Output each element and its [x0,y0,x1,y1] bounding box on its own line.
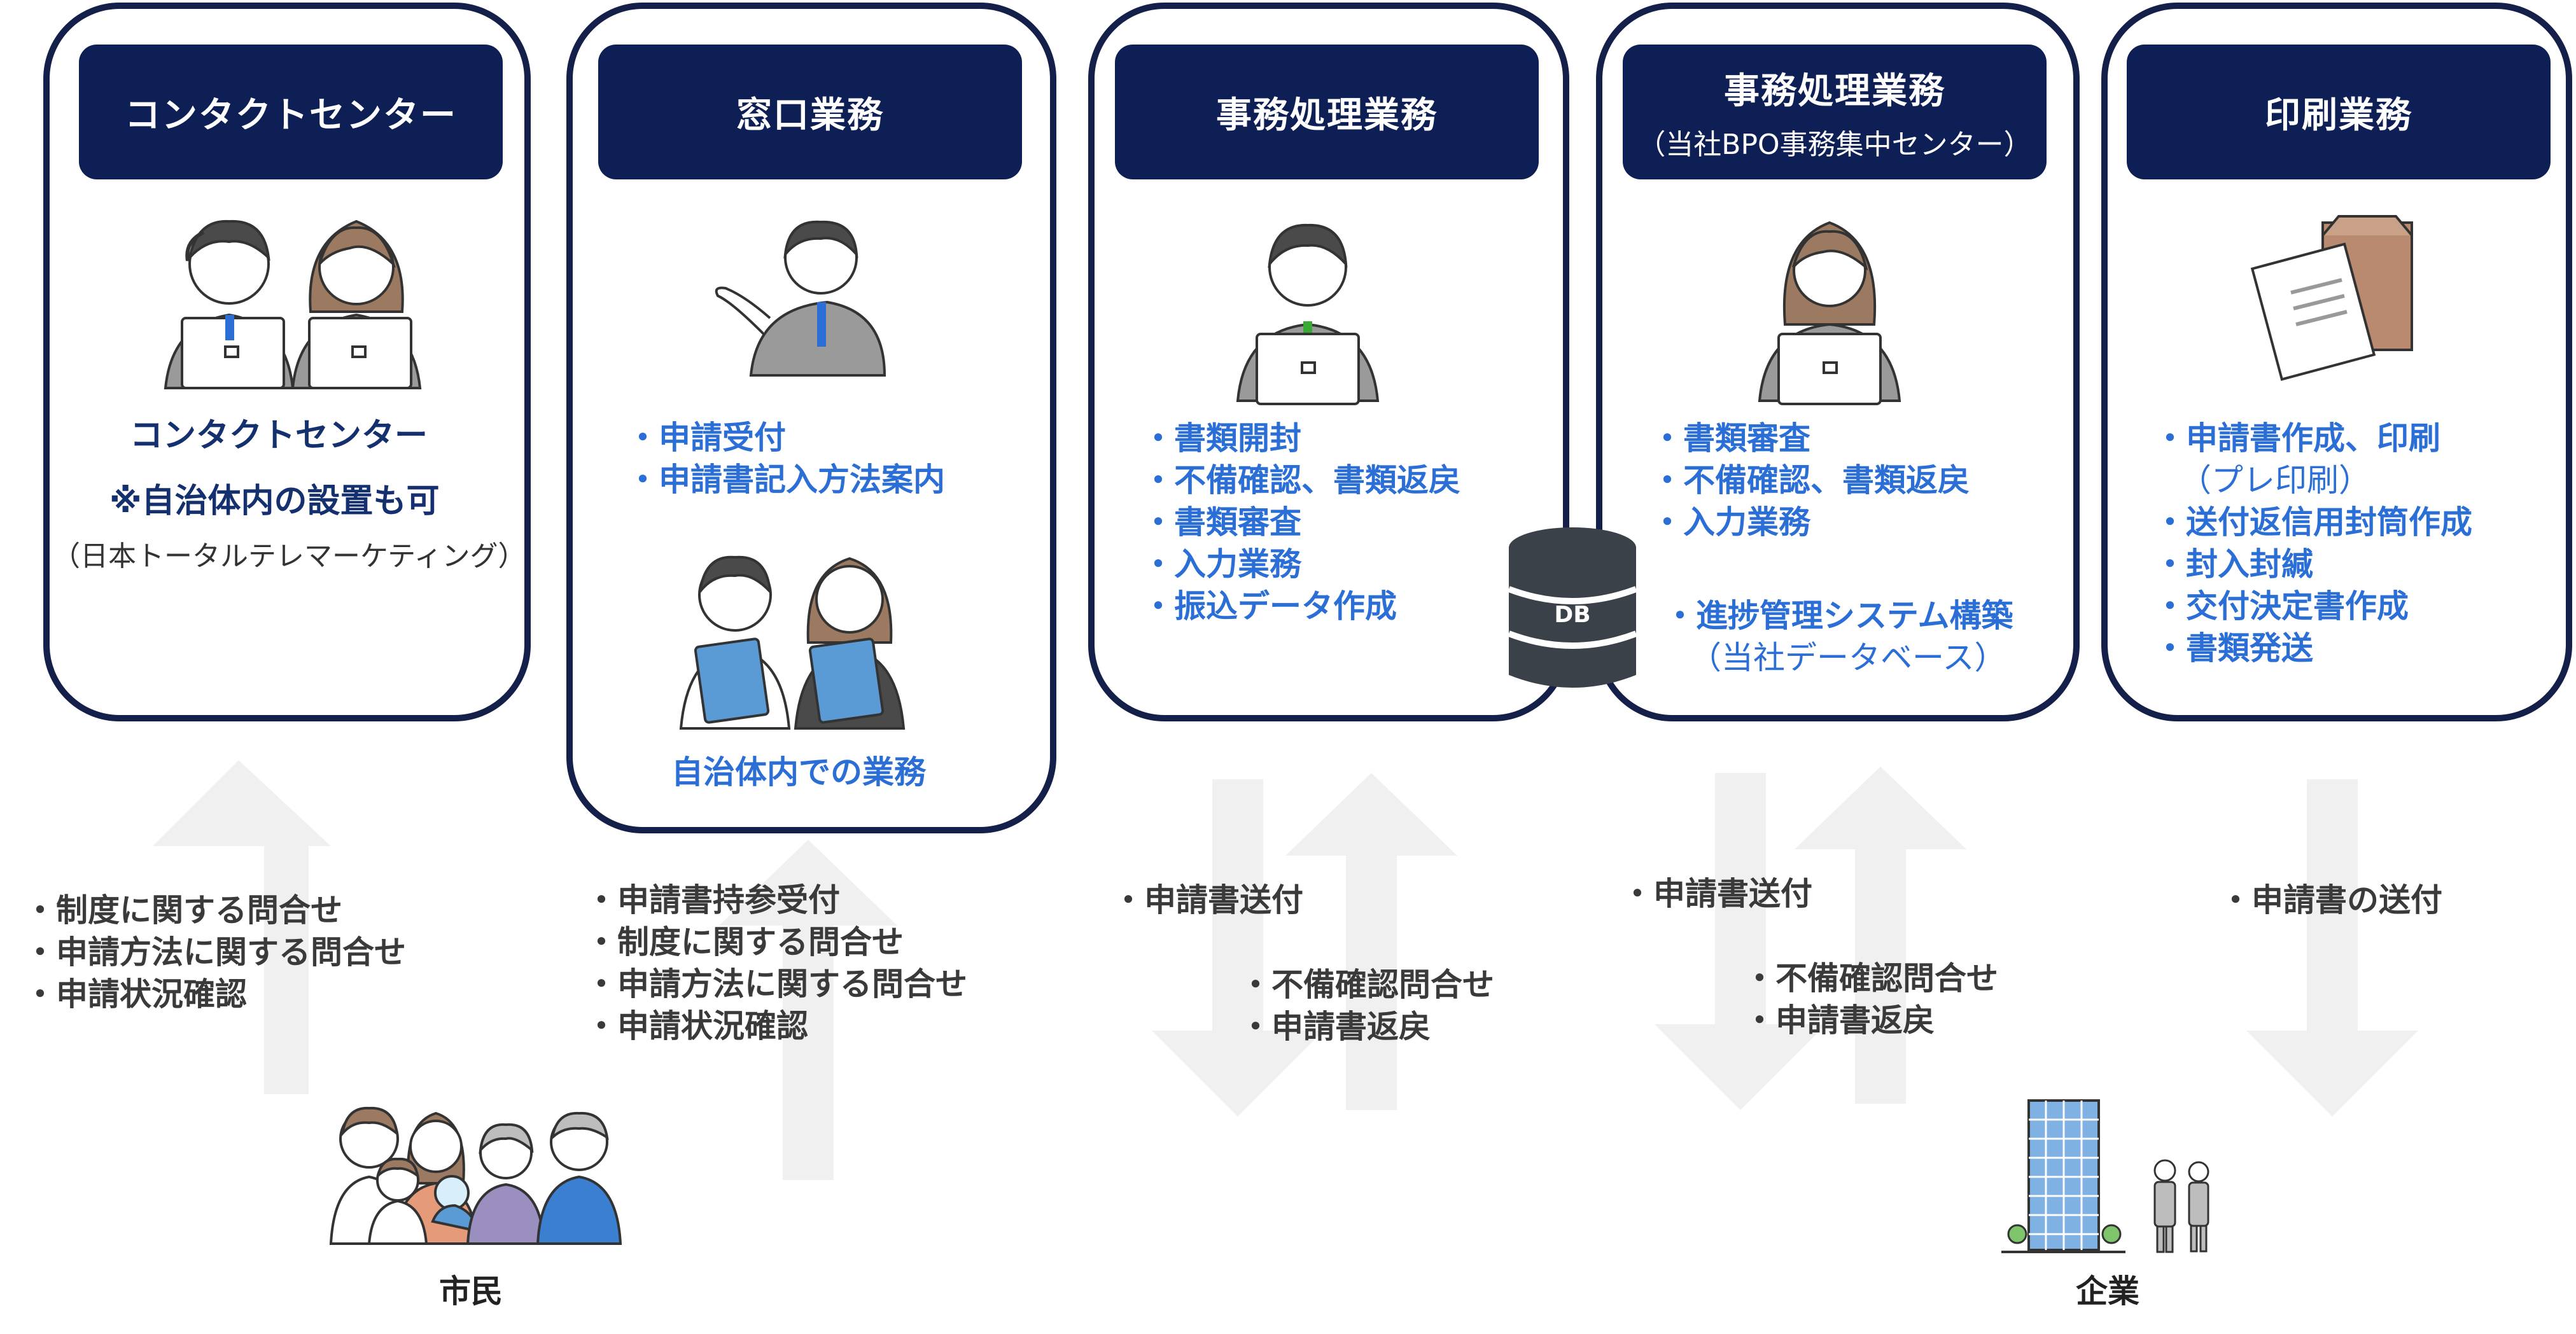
list-item: 不備確認問合せ [1240,964,1494,1006]
card-contact-center-header: コンタクトセンター [79,45,503,179]
bpo-system-label: 進捗管理システム構築 [1696,597,2013,634]
flow-contact-list: 制度に関する問合せ 申請方法に関する問合せ 申請状況確認 [24,889,406,1015]
contact-center-vendor: （日本トータルテレマーケティング） [52,540,526,573]
contact-center-note: ※自治体内の設置も可 [109,482,440,520]
card-counter-title: 窓口業務 [736,94,884,136]
office-building-icon [2001,1099,2125,1253]
office-worker-illustration [1236,223,1380,405]
card-bpo-header: 事務処理業務 （当社BPO事務集中センター） [1623,45,2047,179]
card-printing-title: 印刷業務 [2265,94,2412,136]
list-item: 不備確認問合せ [1744,957,1998,999]
card-office-title: 事務処理業務 [1216,94,1438,136]
staff-with-files-illustration [679,555,906,730]
operator-male-icon [164,219,295,389]
list-item: 制度に関する問合せ [585,921,967,963]
list-item: 不備確認、書類返戻 [1651,459,1970,501]
list-item: 書類審査 [1142,501,1460,543]
card-bpo-subtitle: （当社BPO事務集中センター） [1637,128,2032,161]
card-office-header: 事務処理業務 [1115,45,1539,179]
office-task-list: 書類開封 不備確認、書類返戻 書類審査 入力業務 振込データ作成 [1142,417,1460,627]
list-item: 申請書返戻 [1744,999,1998,1041]
list-item: 申請書送付 [1621,873,1812,915]
list-item: 申請状況確認 [585,1005,967,1047]
counter-task-list: 申請受付 申請書記入方法案内 [627,417,945,501]
bpo-worker-illustration [1758,221,1901,405]
flow-office-up-list: 不備確認問合せ 申請書返戻 [1240,964,1494,1048]
flow-printing-list: 申請書の送付 [2220,879,2442,921]
arrow-down-bpo [1655,773,1826,1110]
list-item: 書類審査 [1651,417,1970,459]
flow-bpo-down-list: 申請書送付 [1621,873,1812,915]
document-icon [2250,242,2376,381]
list-item: 交付決定書作成 [2154,585,2472,627]
bpo-system-sub: （当社データベース） [1690,639,2006,676]
printing-task-list: 申請書作成、印刷 （プレ印刷） 送付返信用封筒作成 封入封緘 交付決定書作成 書… [2154,417,2472,669]
database-icon: DB [1508,527,1637,688]
bpo-system: ・進捗管理システム構築 [1664,597,2013,634]
list-item: 申請書返戻 [1240,1006,1494,1048]
list-item: 申請方法に関する問合せ [585,963,967,1005]
counter-footer: 自治体内での業務 [671,754,926,791]
staff-female-icon [794,557,906,730]
arrow-up-bpo [1795,767,1966,1104]
arrow-down-printing [2246,779,2418,1116]
card-counter-header: 窓口業務 [598,45,1022,179]
list-item-text: （プレ印刷） [2180,462,2370,499]
staff-male-icon [679,555,791,730]
list-item: 送付返信用封筒作成 [2154,501,2472,543]
list-item: 申請状況確認 [24,973,406,1015]
flow-office-down-list: 申請書送付 [1112,879,1303,921]
clerk-illustration [715,220,886,377]
list-item: 申請書作成、印刷 [2154,417,2472,459]
citizens-family-illustration [329,1106,622,1245]
list-item: 申請受付 [627,417,945,459]
list-item: 入力業務 [1651,501,1970,543]
contact-center-label: コンタクトセンター [130,417,428,455]
list-item: 書類開封 [1142,417,1460,459]
citizens-label: 市民 [439,1273,503,1310]
card-bpo-title: 事務処理業務 [1724,70,1945,112]
arrow-up-office [1285,773,1457,1110]
list-item: 制度に関する問合せ [24,889,406,931]
database-label: DB [1554,602,1590,628]
company-label: 企業 [2076,1273,2139,1310]
list-item: 入力業務 [1142,543,1460,585]
flow-counter-list: 申請書持参受付 制度に関する問合せ 申請方法に関する問合せ 申請状況確認 [585,879,967,1047]
operator-female-icon [291,219,422,389]
company-illustration [2001,1099,2209,1253]
bpo-task-list: 書類審査 不備確認、書類返戻 入力業務 [1651,417,1970,543]
business-people-icon [2153,1159,2209,1253]
list-item: 封入封緘 [2154,543,2472,585]
list-item: 申請方法に関する問合せ [24,931,406,973]
list-item: 申請書記入方法案内 [627,459,945,501]
list-item: 書類発送 [2154,627,2472,669]
list-item: 申請書送付 [1112,879,1303,921]
arrow-down-office [1152,779,1324,1116]
list-item: （プレ印刷） [2154,459,2472,501]
card-contact-center-title: コンタクトセンター [125,94,457,136]
card-printing-header: 印刷業務 [2127,45,2551,179]
list-item: 申請書の送付 [2220,879,2442,921]
list-item: 申請書持参受付 [585,879,967,921]
operators-illustration [164,219,422,389]
list-item: 振込データ作成 [1142,585,1460,627]
documents-envelope-illustration [2250,215,2413,381]
flow-bpo-up-list: 不備確認問合せ 申請書返戻 [1744,957,1998,1041]
list-item: 不備確認、書類返戻 [1142,459,1460,501]
